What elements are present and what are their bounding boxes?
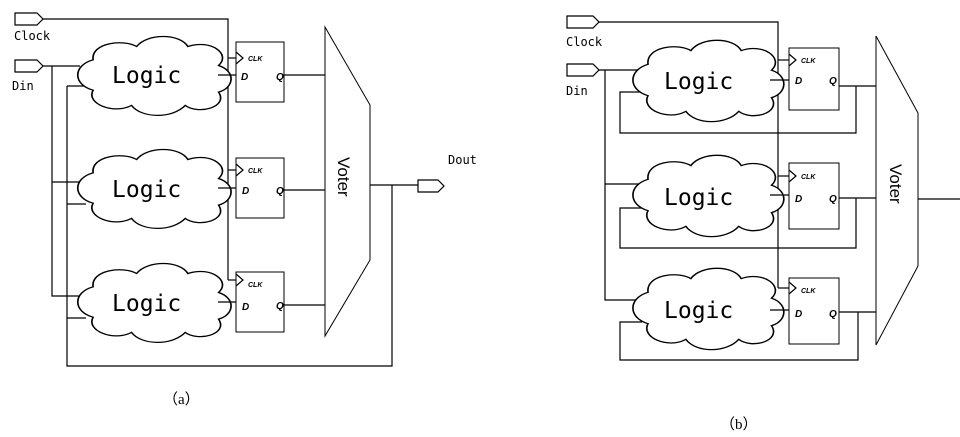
logic-cloud-a1: Logic <box>76 35 232 117</box>
svg-text:Logic: Logic <box>112 291 181 317</box>
input-wiring-b <box>599 69 640 301</box>
flip-flop-a2: CLK D Q <box>235 157 285 219</box>
svg-text:Q: Q <box>276 301 284 312</box>
svg-text:Q: Q <box>829 309 837 320</box>
caption-b: （b） <box>720 416 758 433</box>
svg-text:CLK: CLK <box>801 288 816 295</box>
clock-label-a: Clock <box>14 29 51 43</box>
clock-label-b: Clock <box>566 35 603 49</box>
caption-a: （a） <box>163 391 200 408</box>
logic-cloud-a2: Logic <box>76 148 232 230</box>
flip-flop-a3: CLK D Q <box>235 271 285 333</box>
svg-text:CLK: CLK <box>801 58 816 65</box>
dout-port-a <box>417 179 445 193</box>
voter-b: Voter <box>875 35 919 346</box>
svg-text:Logic: Logic <box>664 298 733 324</box>
din-label-a: Din <box>12 79 34 93</box>
voter-a: Voter <box>324 25 371 338</box>
svg-text:Voter: Voter <box>886 164 905 204</box>
logic-cloud-a3: Logic <box>76 262 232 344</box>
clock-port-b <box>566 15 600 29</box>
flip-flop-b1: CLK D Q <box>788 47 840 111</box>
svg-text:Voter: Voter <box>334 157 353 197</box>
clock-port-a <box>14 12 44 26</box>
panel-b: Clock Din Logic Logic <box>566 15 960 433</box>
svg-text:Logic: Logic <box>112 177 181 203</box>
svg-text:CLK: CLK <box>801 174 816 181</box>
svg-text:D: D <box>795 194 802 205</box>
svg-text:CLK: CLK <box>248 56 263 63</box>
din-port-a <box>14 59 44 73</box>
svg-text:D: D <box>795 309 802 320</box>
panel-a: Clock Din Logic Logic <box>12 12 477 408</box>
din-port-b <box>566 63 600 77</box>
flip-flop-b2: CLK D Q <box>788 162 840 230</box>
flip-flop-b3: CLK D Q <box>788 277 840 345</box>
svg-text:Q: Q <box>829 76 837 87</box>
svg-text:Q: Q <box>276 72 284 83</box>
input-wiring-a <box>43 65 393 367</box>
svg-text:D: D <box>242 186 249 197</box>
flip-flop-a1: CLK D Q <box>235 41 285 103</box>
logic-cloud-b1: Logic <box>632 39 785 123</box>
logic-cloud-b2: Logic <box>632 154 785 238</box>
svg-text:D: D <box>241 72 248 83</box>
din-label-b: Din <box>566 84 588 98</box>
feedback-loops-b <box>619 86 859 361</box>
dout-label-a: Dout <box>448 153 477 167</box>
svg-text:D: D <box>242 302 249 313</box>
svg-text:D: D <box>795 76 802 87</box>
svg-text:Q: Q <box>829 194 837 205</box>
svg-text:CLK: CLK <box>248 282 263 289</box>
svg-text:Logic: Logic <box>112 63 181 89</box>
svg-text:Logic: Logic <box>664 69 733 95</box>
svg-text:CLK: CLK <box>248 168 263 175</box>
logic-cloud-b3: Logic <box>632 267 785 351</box>
svg-text:Logic: Logic <box>664 185 733 211</box>
svg-text:Q: Q <box>276 186 284 197</box>
